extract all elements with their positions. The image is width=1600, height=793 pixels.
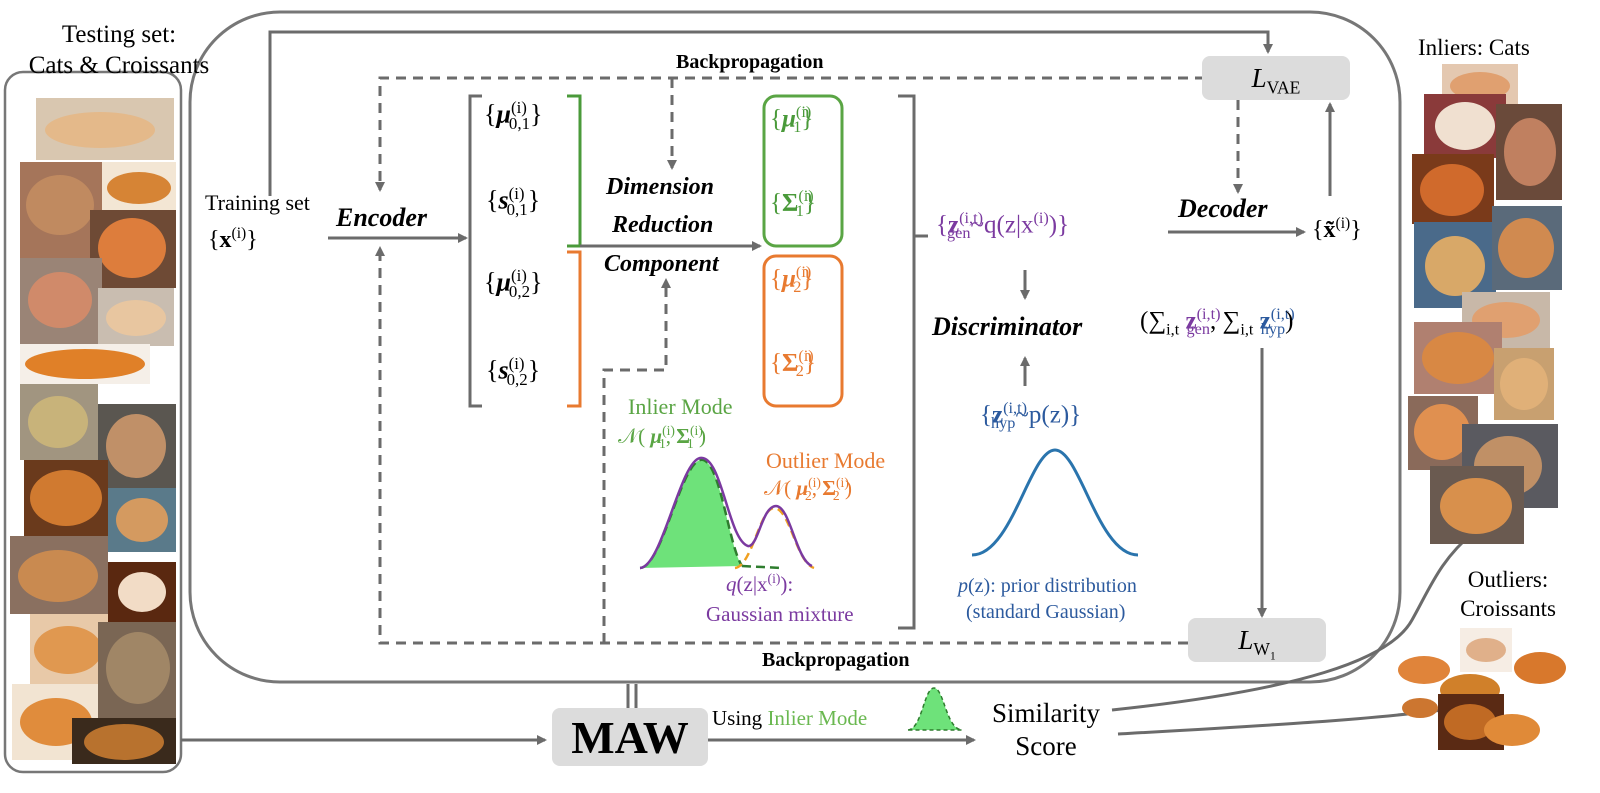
params-bracket-left [468, 94, 482, 408]
decoder-label: Decoder [1178, 194, 1268, 223]
pipeline-frame [188, 10, 1402, 684]
outliers-label: Outliers: Croissants [1460, 567, 1556, 621]
arrow-score-to-inliers [1111, 530, 1476, 712]
mode2-mu: {μ(i)2} [770, 263, 814, 297]
mode2-box [762, 254, 844, 408]
backprop-top-line [375, 76, 1205, 192]
params-bracket-green [567, 94, 582, 248]
param-s02: {s(i)0,2} [486, 354, 541, 389]
backprop-bottom-line [375, 246, 1188, 645]
training-set-label: Training set [205, 190, 310, 215]
mixture-bracket [898, 94, 916, 630]
using-inlier-mode-text: Using Inlier Mode [712, 706, 868, 730]
mode1-sigma: {Σ(i)1} [770, 187, 816, 221]
mode1-box [762, 94, 844, 248]
params-bracket-orange [567, 250, 582, 408]
mixture-formula: q(z|x(i)): [726, 571, 794, 596]
similarity-score-label: Similarity Score [992, 698, 1100, 761]
discriminator-label: Discriminator [932, 312, 1083, 341]
zgen-expression: {z(i,t)gen~q(z|x(i))} [936, 209, 1070, 243]
arrow-train-to-lvae [268, 30, 1273, 196]
param-s01: {s(i)0,1} [486, 184, 541, 219]
encoder-label: Encoder [336, 203, 427, 232]
param-mu01: {μ(i)0,1} [484, 98, 543, 133]
inliers-photos [1408, 64, 1562, 544]
zhyp-expression: {z(i,t)hyp~p(z)} [980, 399, 1082, 433]
prior-label: p(z): prior distribution [958, 575, 1137, 597]
outlier-mode-formula: 𝒩( μ(i)2, Σ(i)2 ) [764, 475, 852, 504]
loss-w1-box: LW1 [1188, 618, 1326, 663]
loss-vae-box: LVAE [1202, 56, 1350, 100]
training-set-symbol: {x(i)} [208, 225, 258, 253]
backprop-to-drc-bottom [602, 278, 671, 643]
drc-line2: Reduction [612, 212, 714, 238]
inlier-mode-icon [907, 687, 963, 731]
inliers-label: Inliers: Cats [1418, 35, 1530, 60]
backprop-bottom-label: Backpropagation [762, 649, 910, 671]
outliers-photos [1398, 628, 1566, 750]
inlier-mode-formula: 𝒩( μ(i)1, Σ(i)1 ) [618, 423, 706, 452]
drc-line1: Dimension [606, 174, 715, 200]
mixture-curve [639, 456, 813, 570]
testing-set-photos [10, 98, 176, 764]
outlier-curve [734, 506, 815, 570]
testing-set-title: Testing set: Cats & Croissants [28, 21, 210, 79]
maw-box: MAW [552, 708, 708, 766]
mixture-label: Gaussian mixture [706, 602, 854, 626]
inlier-fill [640, 459, 742, 568]
backprop-top-label: Backpropagation [676, 51, 824, 73]
standard-gaussian-curve [971, 448, 1139, 557]
mode2-sigma: {Σ(i)2} [770, 347, 816, 381]
mode1-mu: {μ(i)1} [770, 103, 814, 137]
outlier-mode-label: Outlier Mode [766, 448, 886, 473]
prior-sublabel: (standard Gaussian) [966, 601, 1126, 623]
param-mu02: {μ(i)0,2} [484, 266, 543, 301]
discriminator-args: (∑i,t z(i,t)gen, ∑i,t z(i,t)hyp) [1140, 305, 1295, 339]
drc-line3: Component [604, 251, 719, 277]
testing-set-frame [3, 70, 183, 774]
xtilde-symbol: {x̃(i)} [1312, 215, 1362, 243]
inlier-mode-label: Inlier Mode [628, 394, 733, 419]
